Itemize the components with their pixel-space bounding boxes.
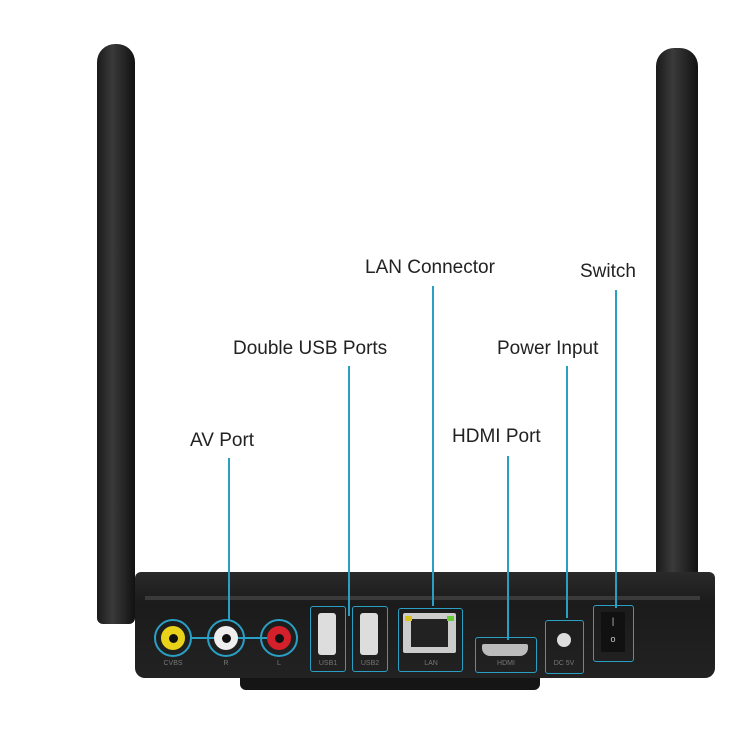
audio-l-port [260,619,298,657]
lan-callout-line [432,286,434,606]
left-antenna [97,44,135,624]
usb1-port-label: USB1 [318,660,338,667]
audio-r-port [207,619,245,657]
cvbs-port-label: CVBS [163,660,183,667]
usb1-port [310,606,346,672]
device-stand [240,674,540,690]
dc-port-label: DC 5V [553,660,575,667]
device-groove [145,596,700,600]
l-port-label: L [277,660,281,667]
lan-port [398,608,463,672]
hdmi-callout-line [507,456,509,640]
switch-label: Switch [580,261,636,282]
av-label: AV Port [190,430,255,451]
usb2-port-label: USB2 [360,660,380,667]
right-antenna [656,48,698,658]
hdmi-port-label: HDMI [497,660,515,667]
switch-callout-line [615,290,617,608]
power-callout-line [566,366,568,618]
av-callout-line [228,458,230,620]
cvbs-port [154,619,192,657]
usb-callout-line [348,366,350,616]
power-input-port [545,620,584,674]
hdmi-label: HDMI Port [452,426,541,447]
power-switch: |o [593,605,634,662]
hdmi-port [475,637,537,673]
usb2-port [352,606,388,672]
power-label: Power Input [497,338,599,359]
lan-label: LAN Connector [365,257,495,278]
usb-label: Double USB Ports [233,338,388,359]
r-port-label: R [223,660,229,667]
lan-port-label: LAN [424,660,438,667]
